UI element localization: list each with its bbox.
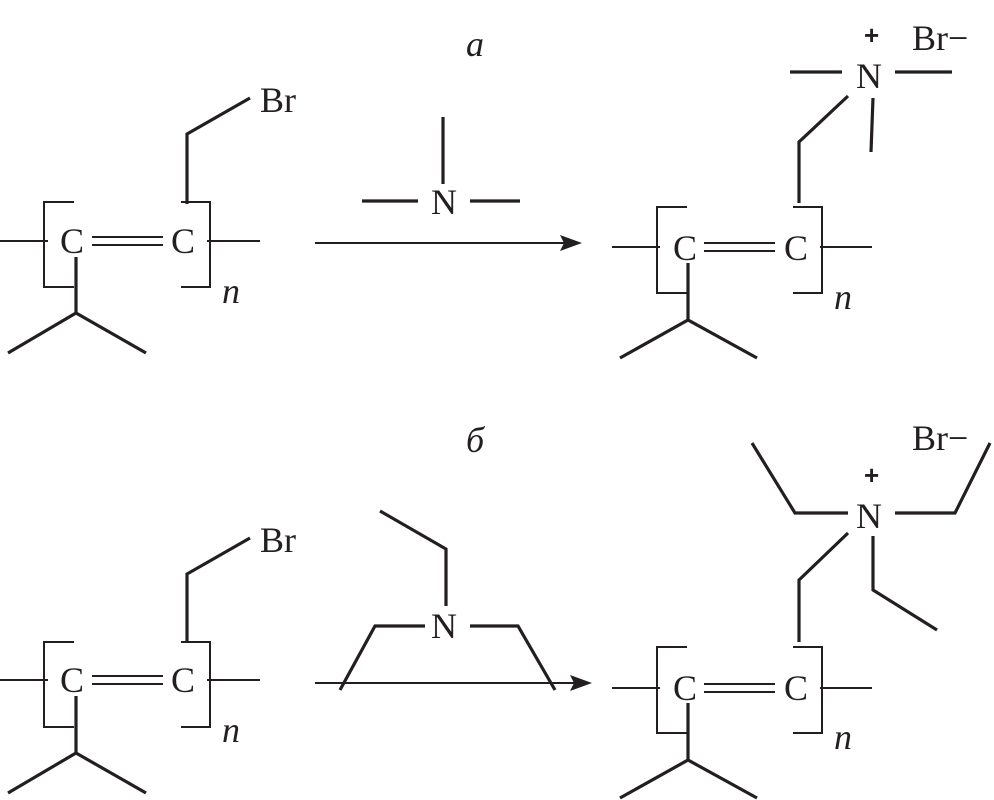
panel-b: б C C Br n N C C [0,418,992,800]
double-bond [92,236,163,246]
methylene-chain [797,531,850,642]
repeat-index: n [222,271,240,311]
reactant-polymer: C C Br n [0,80,296,355]
repeat-bracket [43,641,211,728]
bromomethyl-chain [185,536,251,643]
reactant-polymer: C C Br n [0,520,296,795]
repeat-index: n [222,710,240,750]
product-polymer: C C N + Br− n [612,418,992,800]
methyl-groups [790,70,952,153]
bromide-counterion: Br− [912,418,968,458]
positive-charge: + [864,20,879,50]
isopropyl-group [7,696,147,795]
repeat-index: n [834,717,852,757]
carbon-atom: C [784,668,808,708]
repeat-bracket [43,201,211,288]
isopropyl-group [7,257,147,355]
reagent-trimethylamine: N [362,117,520,222]
panel-label: a [466,24,484,64]
double-bond [704,242,775,252]
reaction-arrow [315,235,582,251]
isopropyl-group [619,263,758,360]
nitrogen-cation: N [856,496,882,536]
product-polymer: C C N + Br− n [612,18,968,360]
nitrogen-atom: N [431,606,457,646]
carbon-atom: C [171,221,195,261]
double-bond [704,683,775,693]
repeat-bracket [656,646,823,734]
double-bond [92,675,163,685]
reagent-triethylamine: N [338,509,557,691]
bromide-counterion: Br− [912,18,968,58]
reaction-arrow [315,675,592,691]
panel-label: б [466,420,486,460]
nitrogen-cation: N [856,56,882,96]
carbon-atom: C [171,660,195,700]
carbon-atom: C [673,668,697,708]
carbon-atom: C [784,228,808,268]
panel-a: a C C Br n N C C [0,18,968,360]
carbon-atom: C [673,228,697,268]
carbon-atom: C [60,660,84,700]
methylene-chain [797,94,850,203]
repeat-index: n [834,277,852,317]
positive-charge: + [864,460,879,490]
bromine-atom: Br [260,520,296,560]
bromomethyl-chain [185,96,251,204]
repeat-bracket [656,206,823,294]
nitrogen-atom: N [431,182,457,222]
isopropyl-group [619,703,758,800]
ethyl-groups [750,442,992,632]
bromine-atom: Br [260,80,296,120]
carbon-atom: C [60,221,84,261]
